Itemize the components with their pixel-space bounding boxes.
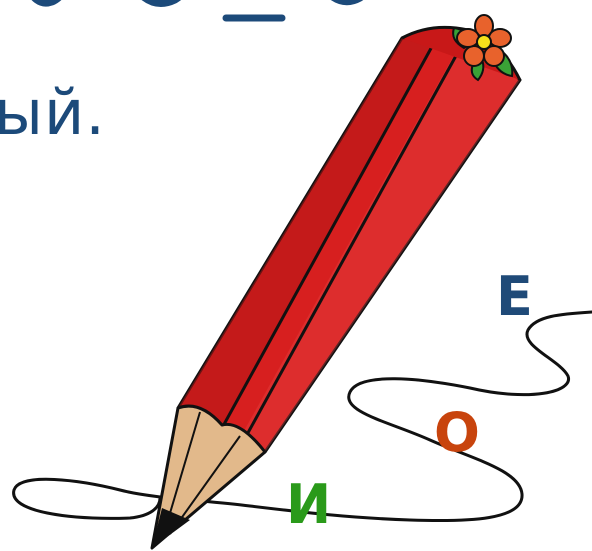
headline-fragment: ый. xyxy=(0,76,106,149)
flower-icon xyxy=(452,14,514,82)
letter-o: О xyxy=(434,401,480,464)
letter-e: Е xyxy=(496,265,533,328)
cropped-top-text xyxy=(31,0,364,22)
letter-i: И xyxy=(286,473,332,536)
